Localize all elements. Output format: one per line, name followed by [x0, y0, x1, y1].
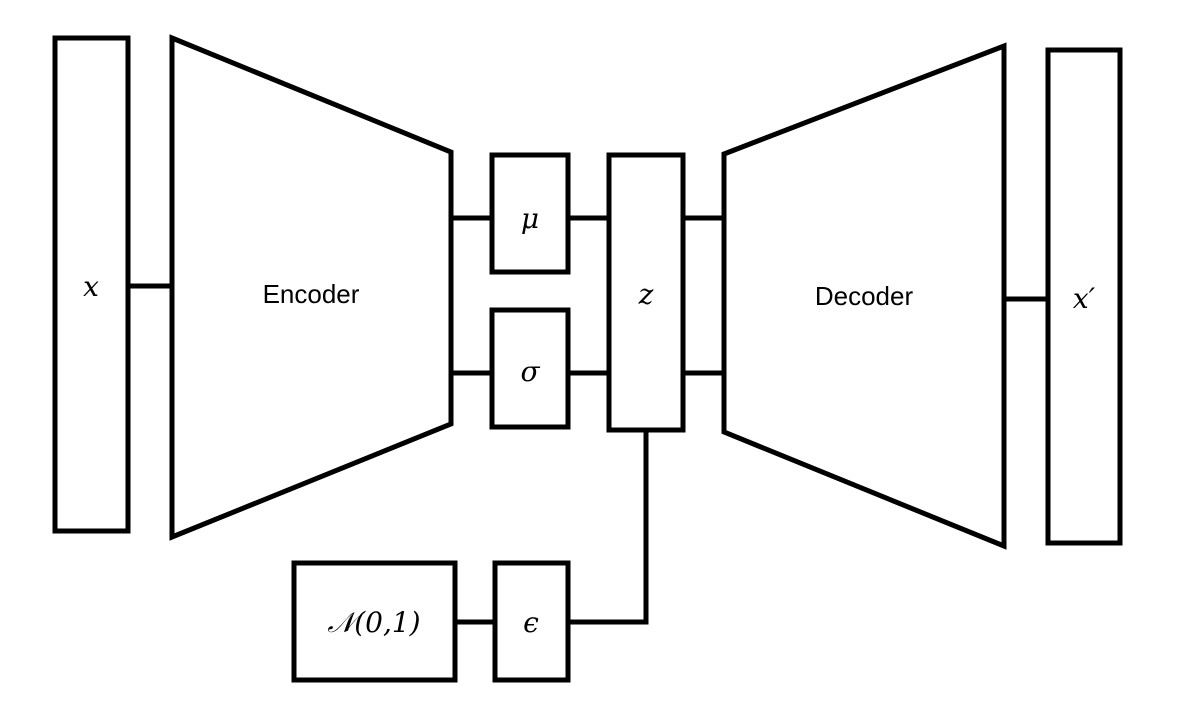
epsilon-node: 𝜖 — [492, 560, 571, 683]
decoder-node: Decoder — [721, 42, 1007, 550]
epsilon-label: 𝜖 — [523, 606, 539, 639]
input-box — [52, 35, 131, 534]
prior-label: 𝒩(0,1) — [327, 606, 420, 639]
sigma-label: 𝜎 — [520, 355, 540, 388]
sigma-box — [489, 307, 571, 430]
connectors — [128, 215, 1048, 625]
encoder-trapezoid — [169, 34, 454, 541]
mu-node: 𝜇 — [489, 152, 571, 275]
epsilon-box — [492, 560, 571, 683]
encoder-node: Encoder — [169, 34, 454, 541]
input-label: 𝑥 — [83, 270, 99, 303]
decoder-trapezoid — [721, 42, 1007, 550]
mu-box — [489, 152, 571, 275]
prior-node: 𝒩(0,1) — [291, 560, 458, 683]
encoder-label: Encoder — [263, 279, 360, 309]
sigma-node: 𝜎 — [489, 307, 571, 430]
output-node: 𝑥′ — [1045, 47, 1123, 546]
mu-label: 𝜇 — [521, 202, 539, 235]
latent-node: 𝑧 — [606, 152, 686, 433]
decoder-label: Decoder — [815, 281, 914, 311]
output-label: 𝑥′ — [1073, 282, 1096, 315]
latent-label: 𝑧 — [638, 278, 654, 311]
output-box — [1045, 47, 1123, 546]
prior-box — [291, 560, 458, 683]
input-node: 𝑥 — [52, 35, 131, 534]
edge-epsilon-z — [568, 430, 649, 625]
latent-box — [606, 152, 686, 433]
